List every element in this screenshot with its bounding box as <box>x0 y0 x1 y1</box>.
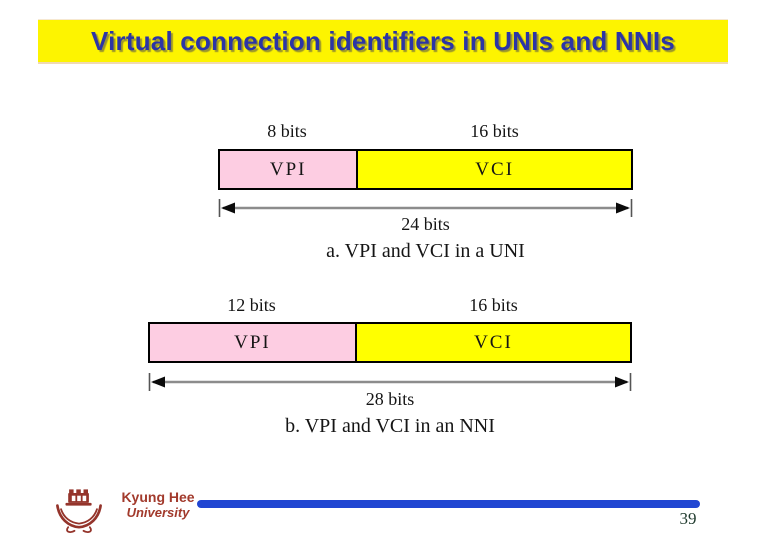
uni-vpi-field: VPI <box>220 151 359 188</box>
nni-total-bits-label: 28 bits <box>365 389 415 409</box>
nni-vpi-label: VPI <box>234 331 271 353</box>
institution-line1: Kyung Hee <box>121 489 195 505</box>
nni-vci-label: VCI <box>474 331 513 353</box>
nni-field-box: VPI VCI <box>148 322 632 363</box>
page-number: 39 <box>679 509 697 528</box>
nni-vci-field: VCI <box>356 324 630 361</box>
uni-vci-bits-label: 16 bits <box>470 121 519 141</box>
footer-divider-line <box>197 500 700 508</box>
institution-line2: University <box>126 505 190 520</box>
institution-name: Kyung Hee University <box>110 489 206 521</box>
uni-vpi-bits-label: 8 bits <box>267 121 307 141</box>
title-bar: Virtual connection identifiers in UNIs a… <box>38 20 728 62</box>
uni-width-arrow <box>218 199 633 217</box>
uni-total-bits-label: 24 bits <box>401 214 450 234</box>
slide-title: Virtual connection identifiers in UNIs a… <box>91 25 675 56</box>
uni-vci-field: VCI <box>358 151 631 188</box>
kyung-hee-university-seal-icon <box>56 489 102 533</box>
nni-caption: b. VPI and VCI in an NNI <box>285 415 495 437</box>
nni-vci-bits-label: 16 bits <box>469 295 518 315</box>
nni-width-arrow <box>148 373 632 391</box>
uni-vci-label: VCI <box>475 158 515 180</box>
uni-vpi-label: VPI <box>269 158 307 180</box>
nni-vpi-field: VPI <box>150 324 357 361</box>
uni-field-box: VPI VCI <box>218 149 633 190</box>
nni-vpi-bits-label: 12 bits <box>227 295 276 315</box>
uni-caption: a. VPI and VCI in a UNI <box>326 240 525 262</box>
